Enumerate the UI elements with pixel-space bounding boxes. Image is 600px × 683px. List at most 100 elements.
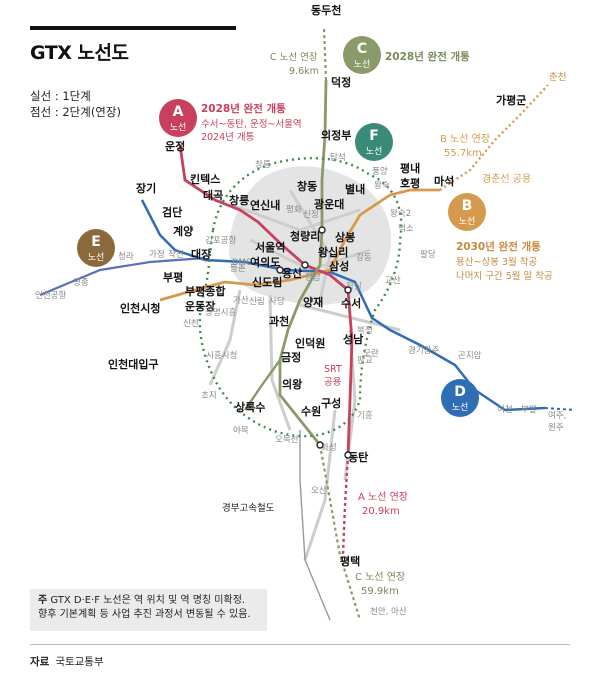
- footnote-line1: GTX D·E·F 노선은 역 위치 및 역 명칭 미확정.: [50, 595, 246, 606]
- station-gajeong: 가정: [149, 249, 165, 260]
- station-yongsan: 용산: [282, 266, 302, 280]
- station-jakjeon: 작전: [168, 249, 184, 260]
- station-yeouido: 여의도: [250, 255, 280, 269]
- station-gasan: 가산: [233, 295, 249, 306]
- route-e: [39, 256, 206, 297]
- station-giheung: 기흥: [357, 410, 373, 421]
- station-yeonsinnae: 연신내: [250, 198, 280, 212]
- b-ext-km: 55.7km: [444, 148, 482, 159]
- station-hopyeong: 호평: [400, 176, 420, 190]
- station-cheonan: 천안, 아산: [370, 606, 407, 617]
- station-saddang: 사당: [269, 296, 285, 307]
- station-deokso: 덕소: [398, 223, 414, 234]
- station-geomdan: 검단: [162, 205, 182, 219]
- station-pungyang: 풍양: [372, 166, 388, 177]
- station-changdong: 창동: [297, 179, 317, 193]
- source-label: 자료: [30, 656, 50, 668]
- c-ext-north-km: 9.6km: [289, 66, 319, 77]
- seoul-area: [229, 166, 392, 306]
- svg-text:A: A: [173, 104, 184, 120]
- route-f: [198, 156, 403, 438]
- station-moran: 모란: [363, 348, 379, 359]
- route-a: [178, 144, 354, 456]
- a-line2: 2024년 개통: [201, 132, 255, 143]
- station-sinjeong: 신정: [303, 209, 319, 220]
- b-line1: 용산~상봉 3월 착공: [456, 256, 537, 268]
- route-c-ext-south: [318, 444, 362, 621]
- c-ext-south: C 노선 연장: [355, 571, 405, 583]
- b-title: 2030년 완전 개통: [456, 240, 541, 253]
- page-title: GTX 노선도: [30, 42, 129, 64]
- svg-text:D: D: [454, 384, 466, 400]
- route-a-ext: [341, 454, 350, 556]
- station-seongnam: 성남: [343, 332, 363, 346]
- route-b: [159, 188, 440, 302]
- a-ext: A 노선 연장: [358, 491, 408, 503]
- station-sinrim: 신림: [249, 296, 265, 307]
- station-changneung-f: 창릉: [255, 160, 271, 170]
- footnote-line2: 향후 기본계획 등 사업 추진 과정서 변동될 수 있음.: [38, 609, 251, 620]
- station-ayeok: 야목: [233, 425, 249, 436]
- station-changneung: 창릉: [229, 193, 249, 207]
- c-ext-north: C 노선 연장: [270, 52, 318, 63]
- station-yangjae: 양재: [303, 295, 323, 309]
- station-icheon: 이천: [497, 404, 513, 415]
- station-undong: 운동장: [185, 299, 215, 313]
- station-wangsimni: 왕십리: [318, 245, 348, 259]
- station-pangyo: 판교: [357, 356, 373, 366]
- station-gyosan: 교산: [385, 275, 401, 286]
- footer-divider: [30, 644, 570, 645]
- route-b-ext: [439, 84, 549, 191]
- station-unjeong: 운정: [165, 139, 185, 153]
- badge-b: B 노선: [448, 193, 486, 231]
- a-title: 2028년 완전 개통: [201, 102, 286, 115]
- station-tapseok: 탑석: [330, 152, 346, 163]
- station-gangdong: 강동: [356, 252, 372, 263]
- svg-text:노선: 노선: [170, 122, 187, 133]
- station-dongtan: 동탄: [348, 450, 368, 464]
- station-seoulyeok: 서울역: [255, 240, 285, 254]
- station-suwon: 수원: [301, 404, 321, 418]
- gyeongbu-line: [299, 430, 331, 621]
- station-siheung: 시흥시청: [206, 350, 237, 361]
- svg-text:노선: 노선: [88, 252, 105, 263]
- station-gapyeong: 가평군: [496, 93, 526, 107]
- station-gonjiam: 곤지암: [458, 350, 482, 361]
- b-shared: 경춘선 공용: [482, 172, 531, 185]
- station-choji: 초지: [201, 391, 217, 401]
- station-geumjeong: 금정: [281, 350, 301, 364]
- station-dots: [276, 226, 352, 459]
- station-suseo: 수서: [341, 296, 361, 310]
- station-omokcheon: 오목천: [275, 434, 298, 445]
- svg-text:노선: 노선: [459, 216, 476, 227]
- station-pyeongnae: 평내: [400, 161, 420, 175]
- station-inderwon: 인덕원: [295, 336, 325, 350]
- station-uijeongbu: 의정부: [321, 128, 351, 142]
- badge-a: A 노선: [159, 99, 197, 137]
- station-dongducheon: 동두천: [311, 3, 341, 17]
- station-chuncheon: 춘천: [549, 72, 566, 83]
- b-line2: 나머지 구간 5월 말 착공: [456, 270, 553, 282]
- a-ext-km: 20.9km: [362, 506, 400, 517]
- station-deokjeong: 덕정: [331, 75, 351, 89]
- c-ext-south-km: 59.9km: [361, 586, 399, 597]
- station-bokjeong: 복정: [357, 325, 373, 336]
- station-byeollae: 별내: [345, 182, 365, 196]
- svg-text:E: E: [91, 234, 101, 250]
- svg-text:노선: 노선: [452, 402, 469, 413]
- title-bar: [30, 26, 236, 30]
- station-gwangundae: 광운대: [314, 197, 344, 211]
- station-daejang: 대장: [191, 247, 211, 261]
- route-c-branch: [244, 359, 281, 411]
- station-gangnam: 강남: [305, 272, 321, 283]
- svg-text:B: B: [462, 198, 473, 214]
- station-guseong: 구성: [321, 396, 341, 410]
- station-gyeonggi-gwangju: 경기광주: [408, 345, 439, 356]
- legend-dashed: 점선 : 2단계(연장): [30, 105, 121, 119]
- route-c-ext-north: [322, 27, 328, 81]
- route-c: [278, 79, 328, 446]
- footnote-box: 주 GTX D·E·F 노선은 역 위치 및 역 명칭 미확정. 향후 기본계획…: [30, 589, 267, 631]
- station-deungchon: 등촌: [230, 264, 246, 274]
